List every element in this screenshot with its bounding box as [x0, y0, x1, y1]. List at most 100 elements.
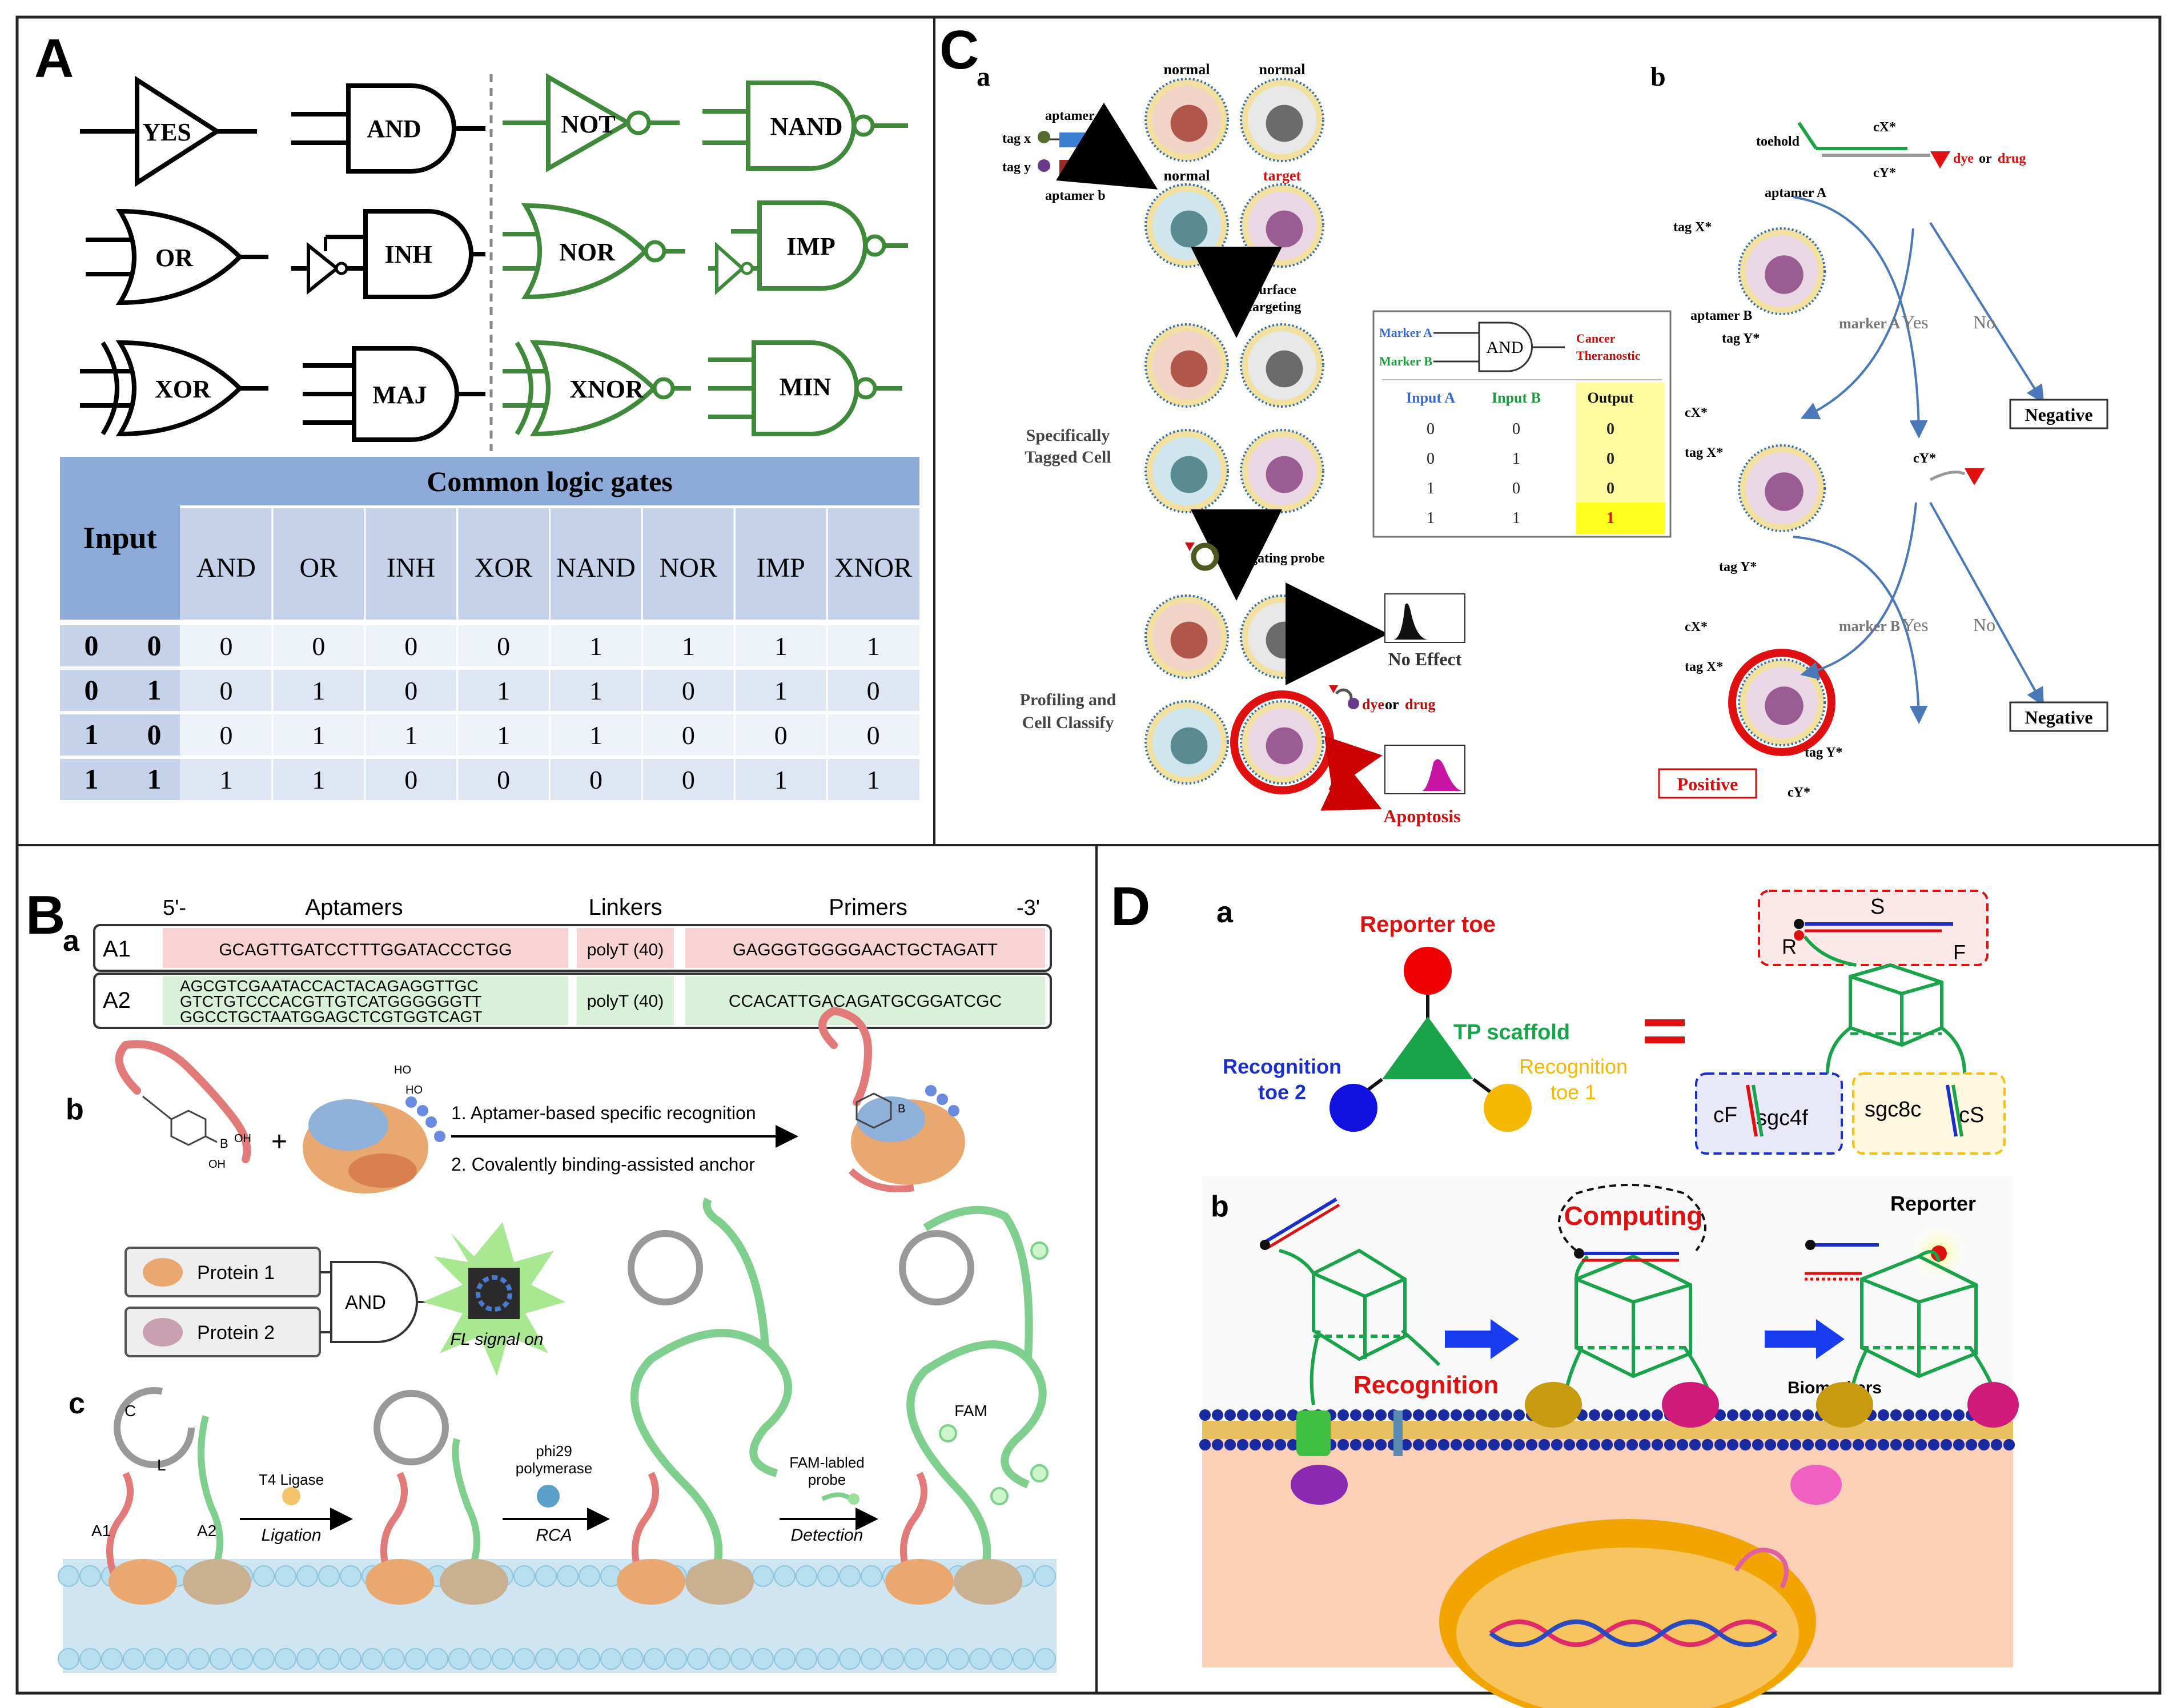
label-tag-x: tag X*	[1685, 445, 1723, 460]
output-value: 1	[312, 721, 325, 750]
output-value: 0	[312, 632, 325, 661]
label-surface: surface	[1254, 283, 1296, 298]
label-tagged-cell: Tagged Cell	[1025, 448, 1111, 467]
output-value: 1	[497, 721, 510, 750]
cell	[1144, 78, 1229, 162]
step-2: 2. Covalently binding-assisted anchor	[451, 1154, 755, 1175]
cell	[1230, 690, 1334, 794]
panel-label-b: B	[26, 885, 65, 946]
step-1: 1. Aptamer-based specific recognition	[451, 1103, 756, 1123]
label-drug: drug	[1405, 696, 1435, 713]
label-ho: HO	[394, 1064, 411, 1076]
sequence-table: A1 GCAGTTGATCCTTTGGATACCCTGG polyT (40) …	[93, 924, 1052, 1029]
label-normal: normal	[1164, 61, 1210, 78]
column-header: IMP	[757, 553, 805, 583]
output-value: 0	[404, 765, 417, 794]
tt-cell: 0	[1606, 480, 1614, 497]
label-no: No	[1973, 312, 1995, 332]
seq-aptamer-line: GTCTGTCCCACGTTGTCATGGGGGGTT	[180, 992, 481, 1010]
label-negative: Negative	[2025, 404, 2092, 425]
output-value: 0	[219, 632, 232, 661]
tt-cell: 1	[1512, 450, 1520, 468]
label-positive: Positive	[1677, 774, 1738, 794]
group-header: Common logic gates	[427, 465, 673, 497]
header-primers: Primers	[829, 895, 907, 920]
label-l: L	[157, 1456, 166, 1474]
label-sgc8c: sgc8c	[1865, 1098, 1921, 1122]
label-ligation: Ligation	[261, 1526, 321, 1545]
gate-xor: XOR	[80, 340, 268, 437]
output-value: 0	[404, 632, 417, 661]
output-value: 0	[867, 676, 880, 705]
label-sgc4f: sgc4f	[1756, 1106, 1808, 1130]
label-oh: OH	[234, 1132, 251, 1145]
sub-label-cb: b	[1650, 62, 1666, 92]
label-recognition: Recognition	[1353, 1371, 1499, 1399]
seq-primer: GAGGGTGGGGAACTGCTAGATT	[733, 941, 998, 959]
cell-computing-scene: b Computing Reporter Recognition Biomark…	[1199, 1176, 2019, 1708]
sub-label-ba: a	[63, 925, 80, 958]
label-tag-x: tag x	[1002, 131, 1031, 146]
label-tp-scaffold: TP scaffold	[1453, 1020, 1570, 1044]
input-cell	[60, 714, 180, 755]
label-no: No	[1973, 614, 1995, 635]
panel-label-d: D	[1111, 876, 1150, 937]
label-computing: Computing	[1564, 1201, 1703, 1231]
histogram-no-effect	[1384, 593, 1465, 643]
panel-cb-flow: toehold cX* cY* dye or drug aptamer A ta…	[1658, 120, 2108, 800]
gate-label: AND	[1487, 338, 1524, 357]
cell	[1240, 78, 1324, 162]
sub-label-da: a	[1216, 896, 1234, 929]
label-or: or	[1979, 151, 1992, 166]
label-reporter-toe: Reporter toe	[1360, 912, 1496, 937]
seq-aptamer-line: AGCGTCGAATACCACTACAGAGGTTGC	[180, 977, 479, 995]
gate-label: XNOR	[569, 375, 644, 403]
output-value: 1	[404, 721, 417, 750]
input-header-cell	[60, 457, 180, 620]
output-value: 0	[219, 676, 232, 705]
label-normal: normal	[1164, 167, 1210, 184]
label-3-end: -3'	[1017, 896, 1040, 920]
label-marker-b: marker B	[1839, 618, 1900, 634]
plus-sign: +	[271, 1127, 287, 1157]
label-cf: cF	[1713, 1103, 1737, 1127]
panel-b: B a b c 5'- -3' Aptamers Linkers Primers…	[26, 885, 1057, 1673]
label-marker-a: marker A	[1839, 315, 1900, 332]
output-value: 1	[589, 632, 603, 661]
output-value: 1	[774, 765, 788, 794]
tp-scaffold-schematic: Reporter toe TP scaffold Recognition toe…	[1223, 912, 1628, 1132]
gate-not: NOT	[503, 73, 680, 172]
gate-label: IMP	[786, 232, 836, 260]
row-name: A1	[103, 937, 131, 962]
input-value: 0	[147, 629, 162, 661]
sub-label-ca: a	[977, 62, 990, 92]
group-header-cell	[180, 457, 919, 505]
output-value: 0	[682, 765, 695, 794]
panel-label-c: C	[939, 19, 979, 81]
label-protein-1: Protein 1	[197, 1262, 275, 1284]
cell	[1144, 323, 1229, 408]
gate-or: OR	[86, 208, 268, 306]
output-value: 1	[589, 721, 603, 750]
gate-yes: YES	[80, 75, 257, 187]
label-recognition-toe-2-b: toe 2	[1258, 1080, 1306, 1104]
protein-cluster: HO HO	[303, 1064, 445, 1193]
cell	[1738, 444, 1826, 532]
label-cy: cY*	[1788, 785, 1810, 800]
input-value: 1	[147, 763, 162, 795]
output-value: 1	[312, 765, 325, 794]
label-c: C	[124, 1402, 136, 1420]
tt-cell: 0	[1512, 420, 1520, 438]
label-tag-x: tag X*	[1685, 660, 1723, 674]
row-name: A2	[103, 988, 131, 1013]
label-fam-labled: FAM-labled	[789, 1454, 865, 1471]
positive-box	[1658, 768, 1757, 799]
cell	[1240, 183, 1324, 268]
label-t4-ligase: T4 Ligase	[259, 1471, 324, 1488]
input-cell	[60, 670, 180, 711]
column-header: XNOR	[834, 553, 912, 583]
gate-maj: MAJ	[303, 346, 485, 442]
label-recognition-toe-2: Recognition	[1223, 1055, 1341, 1078]
label-or: or	[1385, 696, 1399, 713]
